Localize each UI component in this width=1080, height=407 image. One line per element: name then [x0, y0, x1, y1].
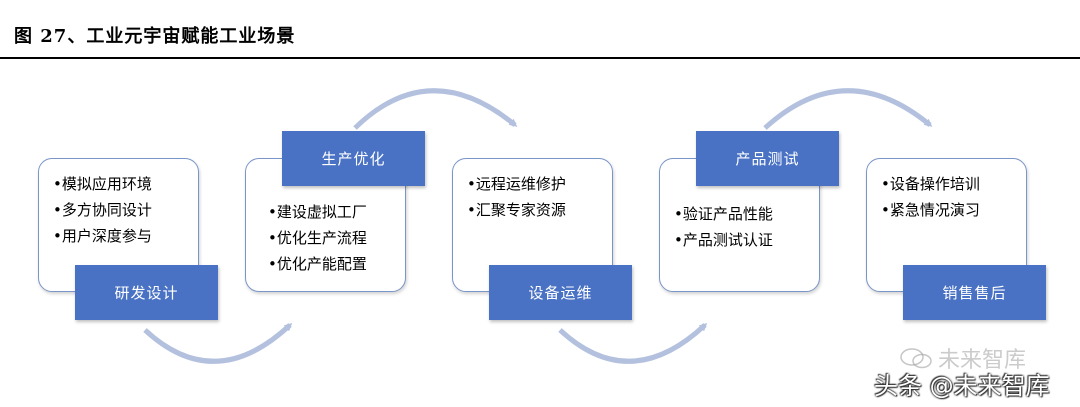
arrow-1-to-2 — [143, 322, 293, 364]
watermark-text: 未来智库 — [938, 348, 1027, 373]
arrow-2-to-3 — [353, 88, 518, 130]
wechat-icon — [900, 348, 932, 369]
stage-item: •远程运维修护 — [467, 175, 566, 193]
stage-item: •设备操作培训 — [881, 175, 980, 193]
stage-item: •验证产品性能 — [674, 205, 773, 223]
stage-item: •多方协同设计 — [53, 201, 152, 219]
stage-item: •产品测试认证 — [674, 231, 773, 249]
watermark-handle: 头条 @未来智库 — [874, 372, 1050, 400]
stage-item: •优化产能配置 — [268, 255, 367, 273]
title-divider — [0, 57, 1080, 59]
stage-label-rd: 研发设计 — [75, 265, 218, 320]
arrow-3-to-4 — [558, 322, 708, 364]
stage-item: •汇聚专家资源 — [467, 201, 566, 219]
stage-item: •紧急情况演习 — [881, 201, 980, 219]
stage-label-sales: 销售售后 — [903, 265, 1046, 320]
stage-label-testing: 产品测试 — [696, 131, 839, 186]
stage-item: •用户深度参与 — [53, 227, 152, 245]
stage-item: •优化生产流程 — [268, 229, 367, 247]
stage-label-maintenance: 设备运维 — [489, 265, 632, 320]
figure-title: 图 27、工业元宇宙赋能工业场景 — [14, 26, 296, 47]
stage-label-production: 生产优化 — [282, 131, 425, 186]
arrow-4-to-5 — [763, 88, 933, 130]
stage-item: •建设虚拟工厂 — [268, 203, 367, 221]
stage-item: •模拟应用环境 — [53, 175, 152, 193]
